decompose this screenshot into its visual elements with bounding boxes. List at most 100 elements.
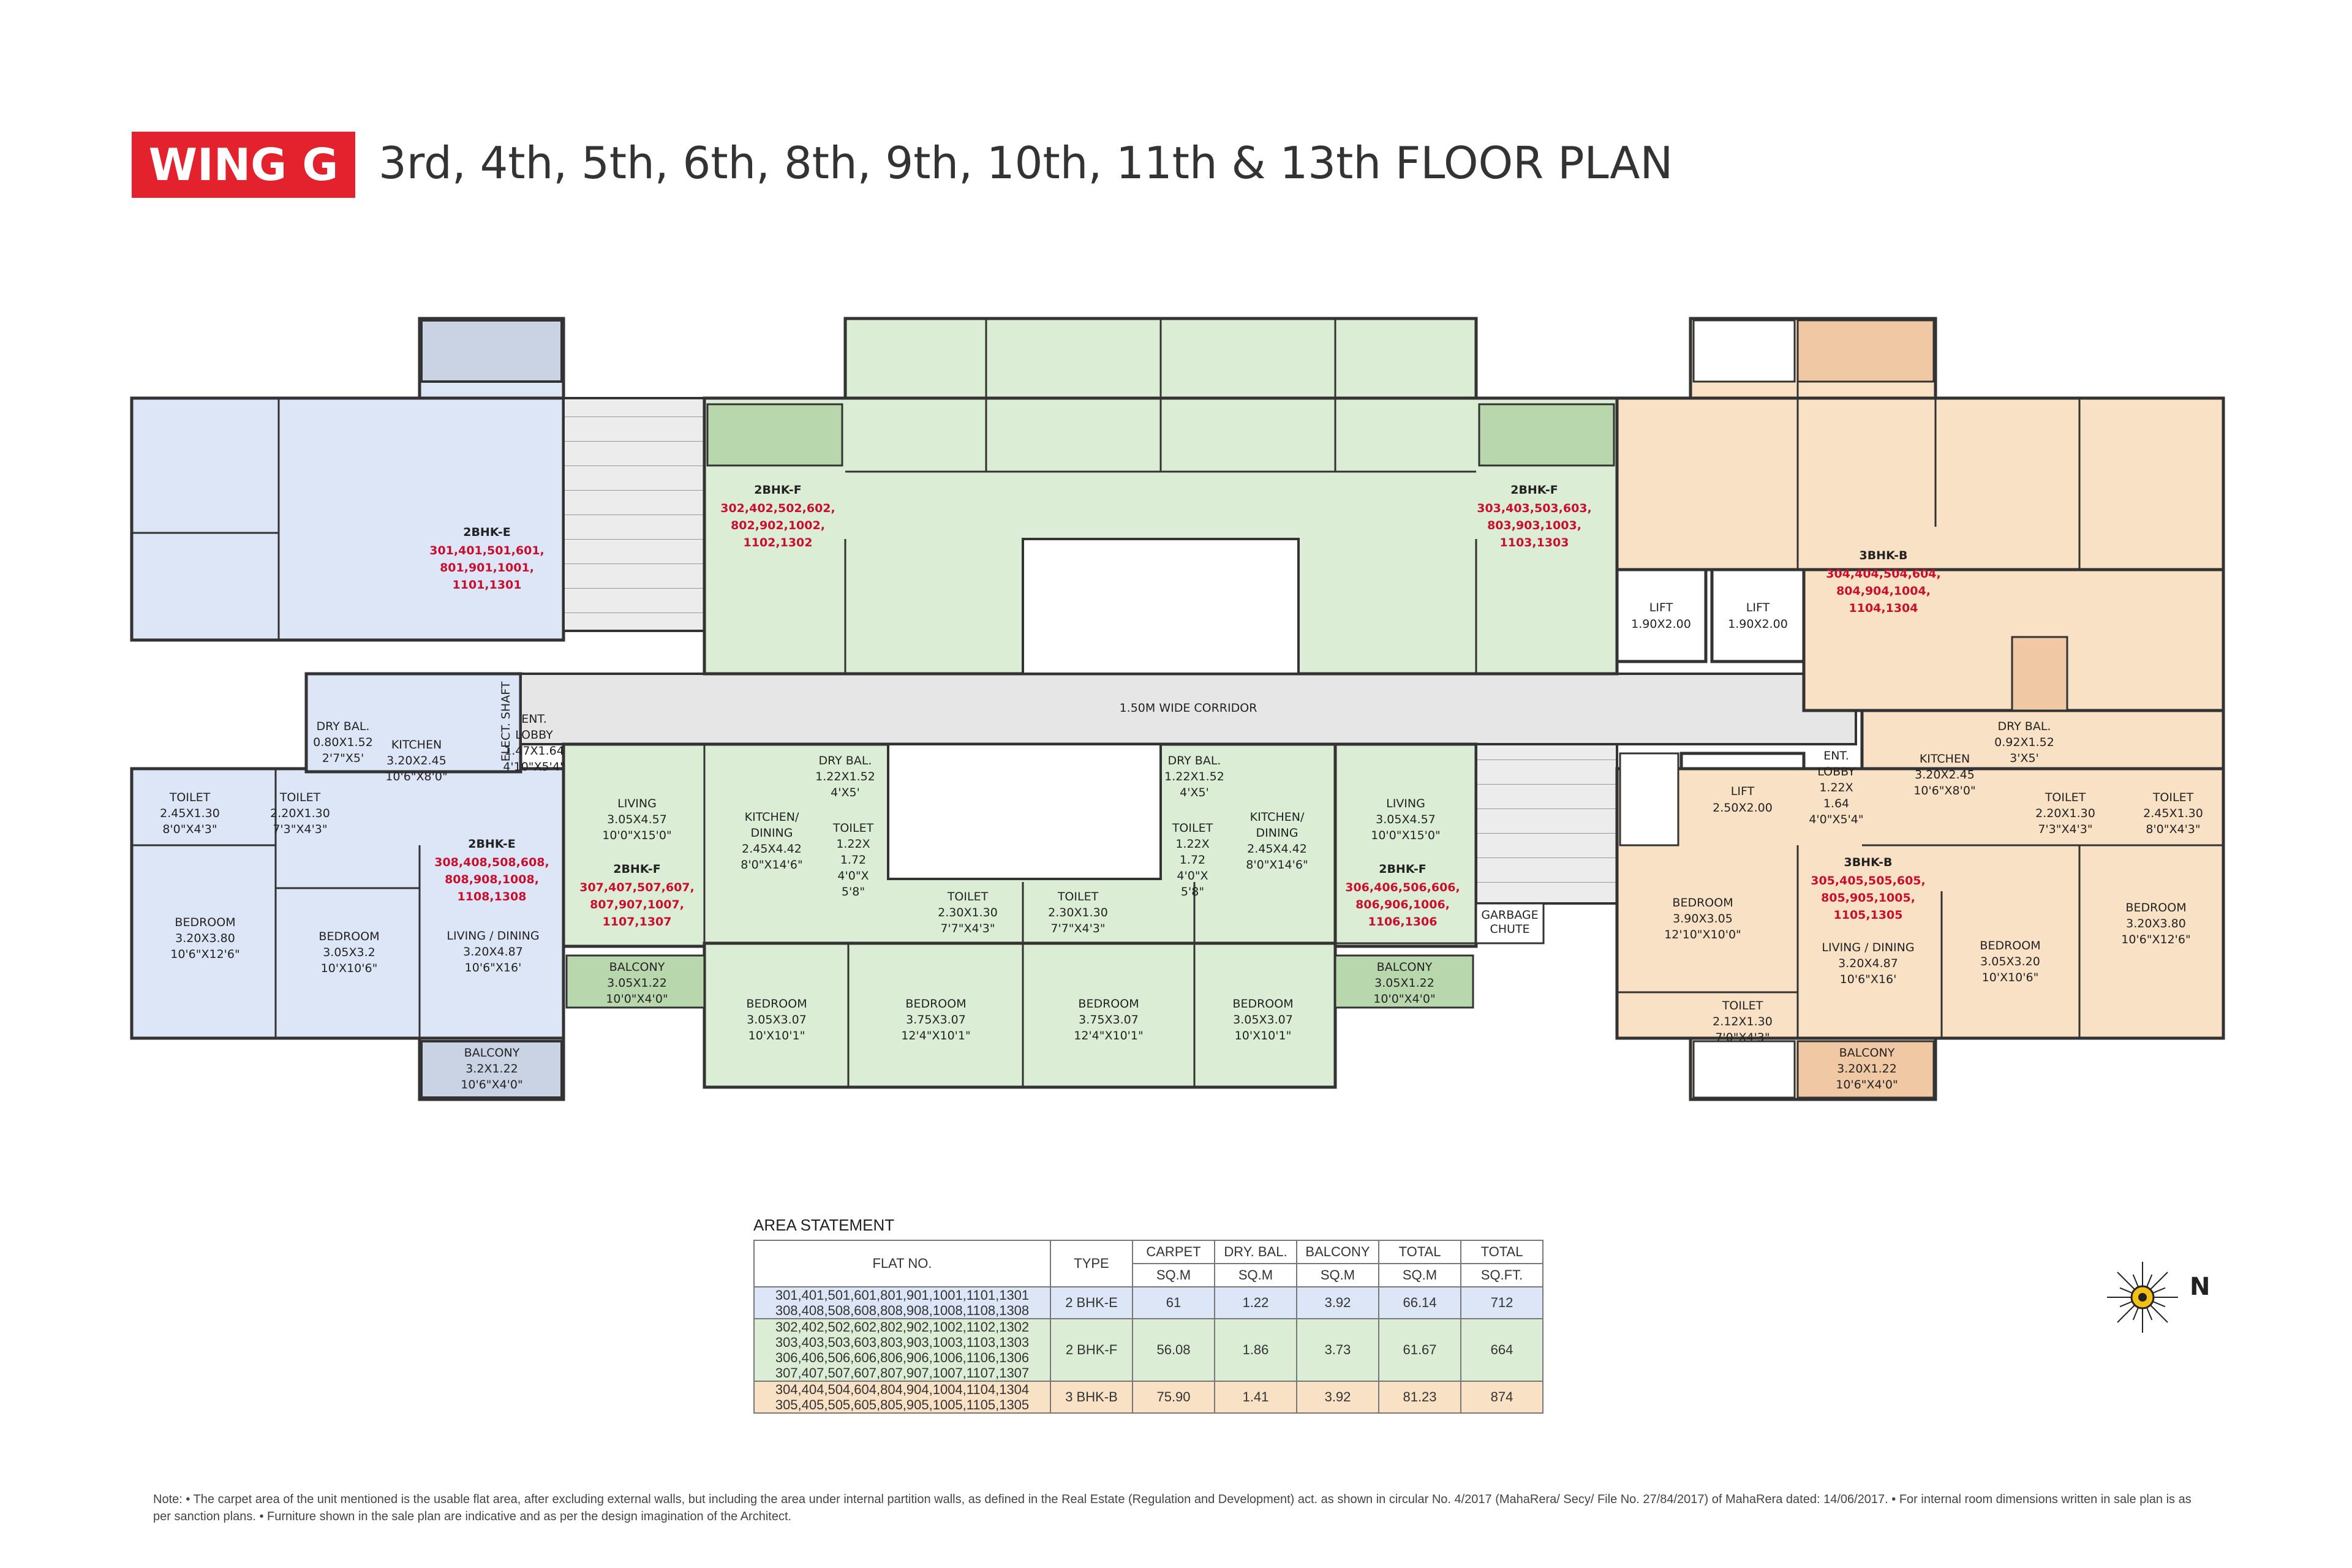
room-dimension: DINING xyxy=(751,826,793,840)
f-top-lightwell xyxy=(1022,538,1300,675)
unit-balcony: SQ.M xyxy=(1296,1263,1379,1287)
flat-numbers: 305,405,505,605,805,905,1005,1105,1305 xyxy=(775,1397,1030,1412)
room-dimension: 12'4"X10'1" xyxy=(901,1029,970,1042)
room-dimension: 10'0"X15'0" xyxy=(1371,829,1440,842)
col-total: TOTAL xyxy=(1378,1240,1461,1264)
room-dimension: 12'4"X10'1" xyxy=(1074,1029,1143,1042)
room-dimension: 10'6"X4'0" xyxy=(1836,1078,1898,1091)
room-dimension: 4'X5' xyxy=(831,786,860,799)
room-dimension: 10'6"X12'6" xyxy=(2121,933,2190,946)
unit-type: 3BHK-B xyxy=(1844,856,1892,869)
room-name: DRY BAL. xyxy=(1168,754,1221,767)
col-flat-no: FLAT NO. xyxy=(753,1240,1051,1287)
unit-numbers: 301,401,501,601, xyxy=(429,544,545,557)
room-name: TOILET xyxy=(1172,821,1213,835)
room-name: TOILET xyxy=(2152,791,2194,804)
cell-balcony: 3.73 xyxy=(1296,1318,1379,1382)
cell-dry: 1.41 xyxy=(1214,1381,1297,1414)
cell-sqft: 712 xyxy=(1460,1286,1544,1319)
unit-type: 2BHK-F xyxy=(754,483,802,497)
room-dimension: 10'0"X4'0" xyxy=(606,992,668,1006)
flat-numbers: 301,401,501,601,801,901,1001,1101,1301 xyxy=(775,1287,1030,1303)
room-name: BEDROOM xyxy=(905,997,966,1011)
room-name: BEDROOM xyxy=(1672,896,1733,910)
garbage-chute-label: GARBAGE xyxy=(1481,908,1538,922)
unit-numbers: 1104,1304 xyxy=(1849,601,1918,615)
cell-carpet: 75.90 xyxy=(1132,1381,1215,1414)
room-dimension: 2.20X1.30 xyxy=(2035,807,2095,820)
room-name: BEDROOM xyxy=(1980,939,2040,952)
room-labels: DRY BAL.0.80X1.522'7"X5'KITCHEN3.20X2.45… xyxy=(160,712,2203,1091)
room-name: TOILET xyxy=(947,890,989,903)
room-name: DRY BAL. xyxy=(1998,720,2051,733)
lift-label: LIFT xyxy=(1746,601,1770,614)
room-dimension: 3.75X3.07 xyxy=(1079,1013,1139,1027)
unit-numbers: 802,902,1002, xyxy=(731,519,825,532)
col-total-sqft: TOTAL xyxy=(1460,1240,1544,1264)
room-dimension: 0.92X1.52 xyxy=(1994,736,2054,749)
room-name: LIVING xyxy=(1386,797,1425,810)
cell-type: 2 BHK-E xyxy=(1050,1286,1133,1319)
room-dimension: 7'7"X4'3" xyxy=(940,922,995,935)
flat-numbers: 307,407,507,607,807,907,1007,1107,1307 xyxy=(775,1365,1030,1381)
cell-total: 61.67 xyxy=(1378,1318,1461,1382)
room-dimension: 3.05X1.22 xyxy=(607,976,667,990)
room-name: BEDROOM xyxy=(318,930,379,943)
lift-2-box xyxy=(1710,568,1806,663)
room-dimension: 2.45X1.30 xyxy=(160,807,220,820)
room-dimension: 7'3"X4'3" xyxy=(2038,823,2092,836)
room-dimension: 1.72 xyxy=(840,853,866,867)
room-dimension: 1.22X xyxy=(1175,837,1209,851)
room-name: TOILET xyxy=(832,821,874,835)
unit-numbers: 803,903,1003, xyxy=(1487,519,1581,532)
room-dimension: 2.30X1.30 xyxy=(1048,906,1108,919)
room-dimension: LOBBY xyxy=(1817,765,1855,778)
flat-numbers: 308,408,508,608,808,908,1008,1108,1308 xyxy=(775,1303,1030,1318)
room-dimension: 3.20X2.45 xyxy=(386,754,447,767)
room-name: BALCONY xyxy=(1377,960,1433,974)
room-dimension: LOBBY xyxy=(515,728,553,742)
room-dimension: 3.20X4.87 xyxy=(463,945,523,959)
room-name: KITCHEN xyxy=(391,738,442,752)
room-dimension: 1.47X1.64 xyxy=(504,744,564,758)
unit-numbers: 305,405,505,605, xyxy=(1811,874,1926,888)
room-name: DRY BAL. xyxy=(819,754,872,767)
unit-dry: SQ.M xyxy=(1214,1263,1297,1287)
flat-numbers: 304,404,504,604,804,904,1004,1104,1304 xyxy=(775,1382,1030,1397)
room-dimension: 10'X10'6" xyxy=(321,962,378,975)
room-dimension: 3.05X3.20 xyxy=(1980,955,2040,968)
room-name: KITCHEN xyxy=(1920,752,1970,766)
wing-e-bottom-balcony xyxy=(420,1040,563,1099)
room-dimension: 1.22X1.52 xyxy=(1164,770,1224,783)
room-dimension: 5'8" xyxy=(842,885,865,899)
unit-numbers: 1106,1306 xyxy=(1368,915,1438,929)
unit-numbers: 308,408,508,608, xyxy=(434,856,549,869)
room-dimension: 4'0"X xyxy=(837,869,869,883)
unit-type: 2BHK-F xyxy=(1510,483,1558,497)
area-statement-table: FLAT NO. TYPE CARPET DRY. BAL. BALCONY T… xyxy=(753,1240,1544,1414)
lift-1-box xyxy=(1615,568,1708,663)
room-dimension: 4'10"X5'4" xyxy=(503,760,565,774)
room-dimension: 3'X5' xyxy=(2010,752,2039,765)
compass-icon xyxy=(2107,1262,2178,1333)
room-name: LIVING xyxy=(617,797,657,810)
north-indicator: N xyxy=(2190,1273,2211,1301)
room-dimension: 8'0"X4'3" xyxy=(2146,823,2200,836)
room-dimension: 3.20X2.45 xyxy=(1915,768,1975,782)
room-dimension: 1.64 xyxy=(1823,797,1849,810)
room-dimension: 10'X10'1" xyxy=(748,1029,805,1042)
room-dimension: 10'X10'1" xyxy=(1235,1029,1292,1042)
garbage-chute-label: CHUTE xyxy=(1490,922,1529,936)
lift-label: LIFT xyxy=(1731,785,1755,798)
room-dimension: 2.30X1.30 xyxy=(938,906,998,919)
room-dimension: 3.05X4.57 xyxy=(607,813,667,826)
room-dimension: 10'6"X8'0" xyxy=(1913,784,1975,797)
room-dimension: 10'0"X4'0" xyxy=(1373,992,1435,1006)
room-dimension: 10'6"X12'6" xyxy=(170,948,239,961)
cell-carpet: 61 xyxy=(1132,1286,1215,1319)
room-dimension: 12'10"X10'0" xyxy=(1664,928,1741,941)
corridor xyxy=(519,673,1857,745)
